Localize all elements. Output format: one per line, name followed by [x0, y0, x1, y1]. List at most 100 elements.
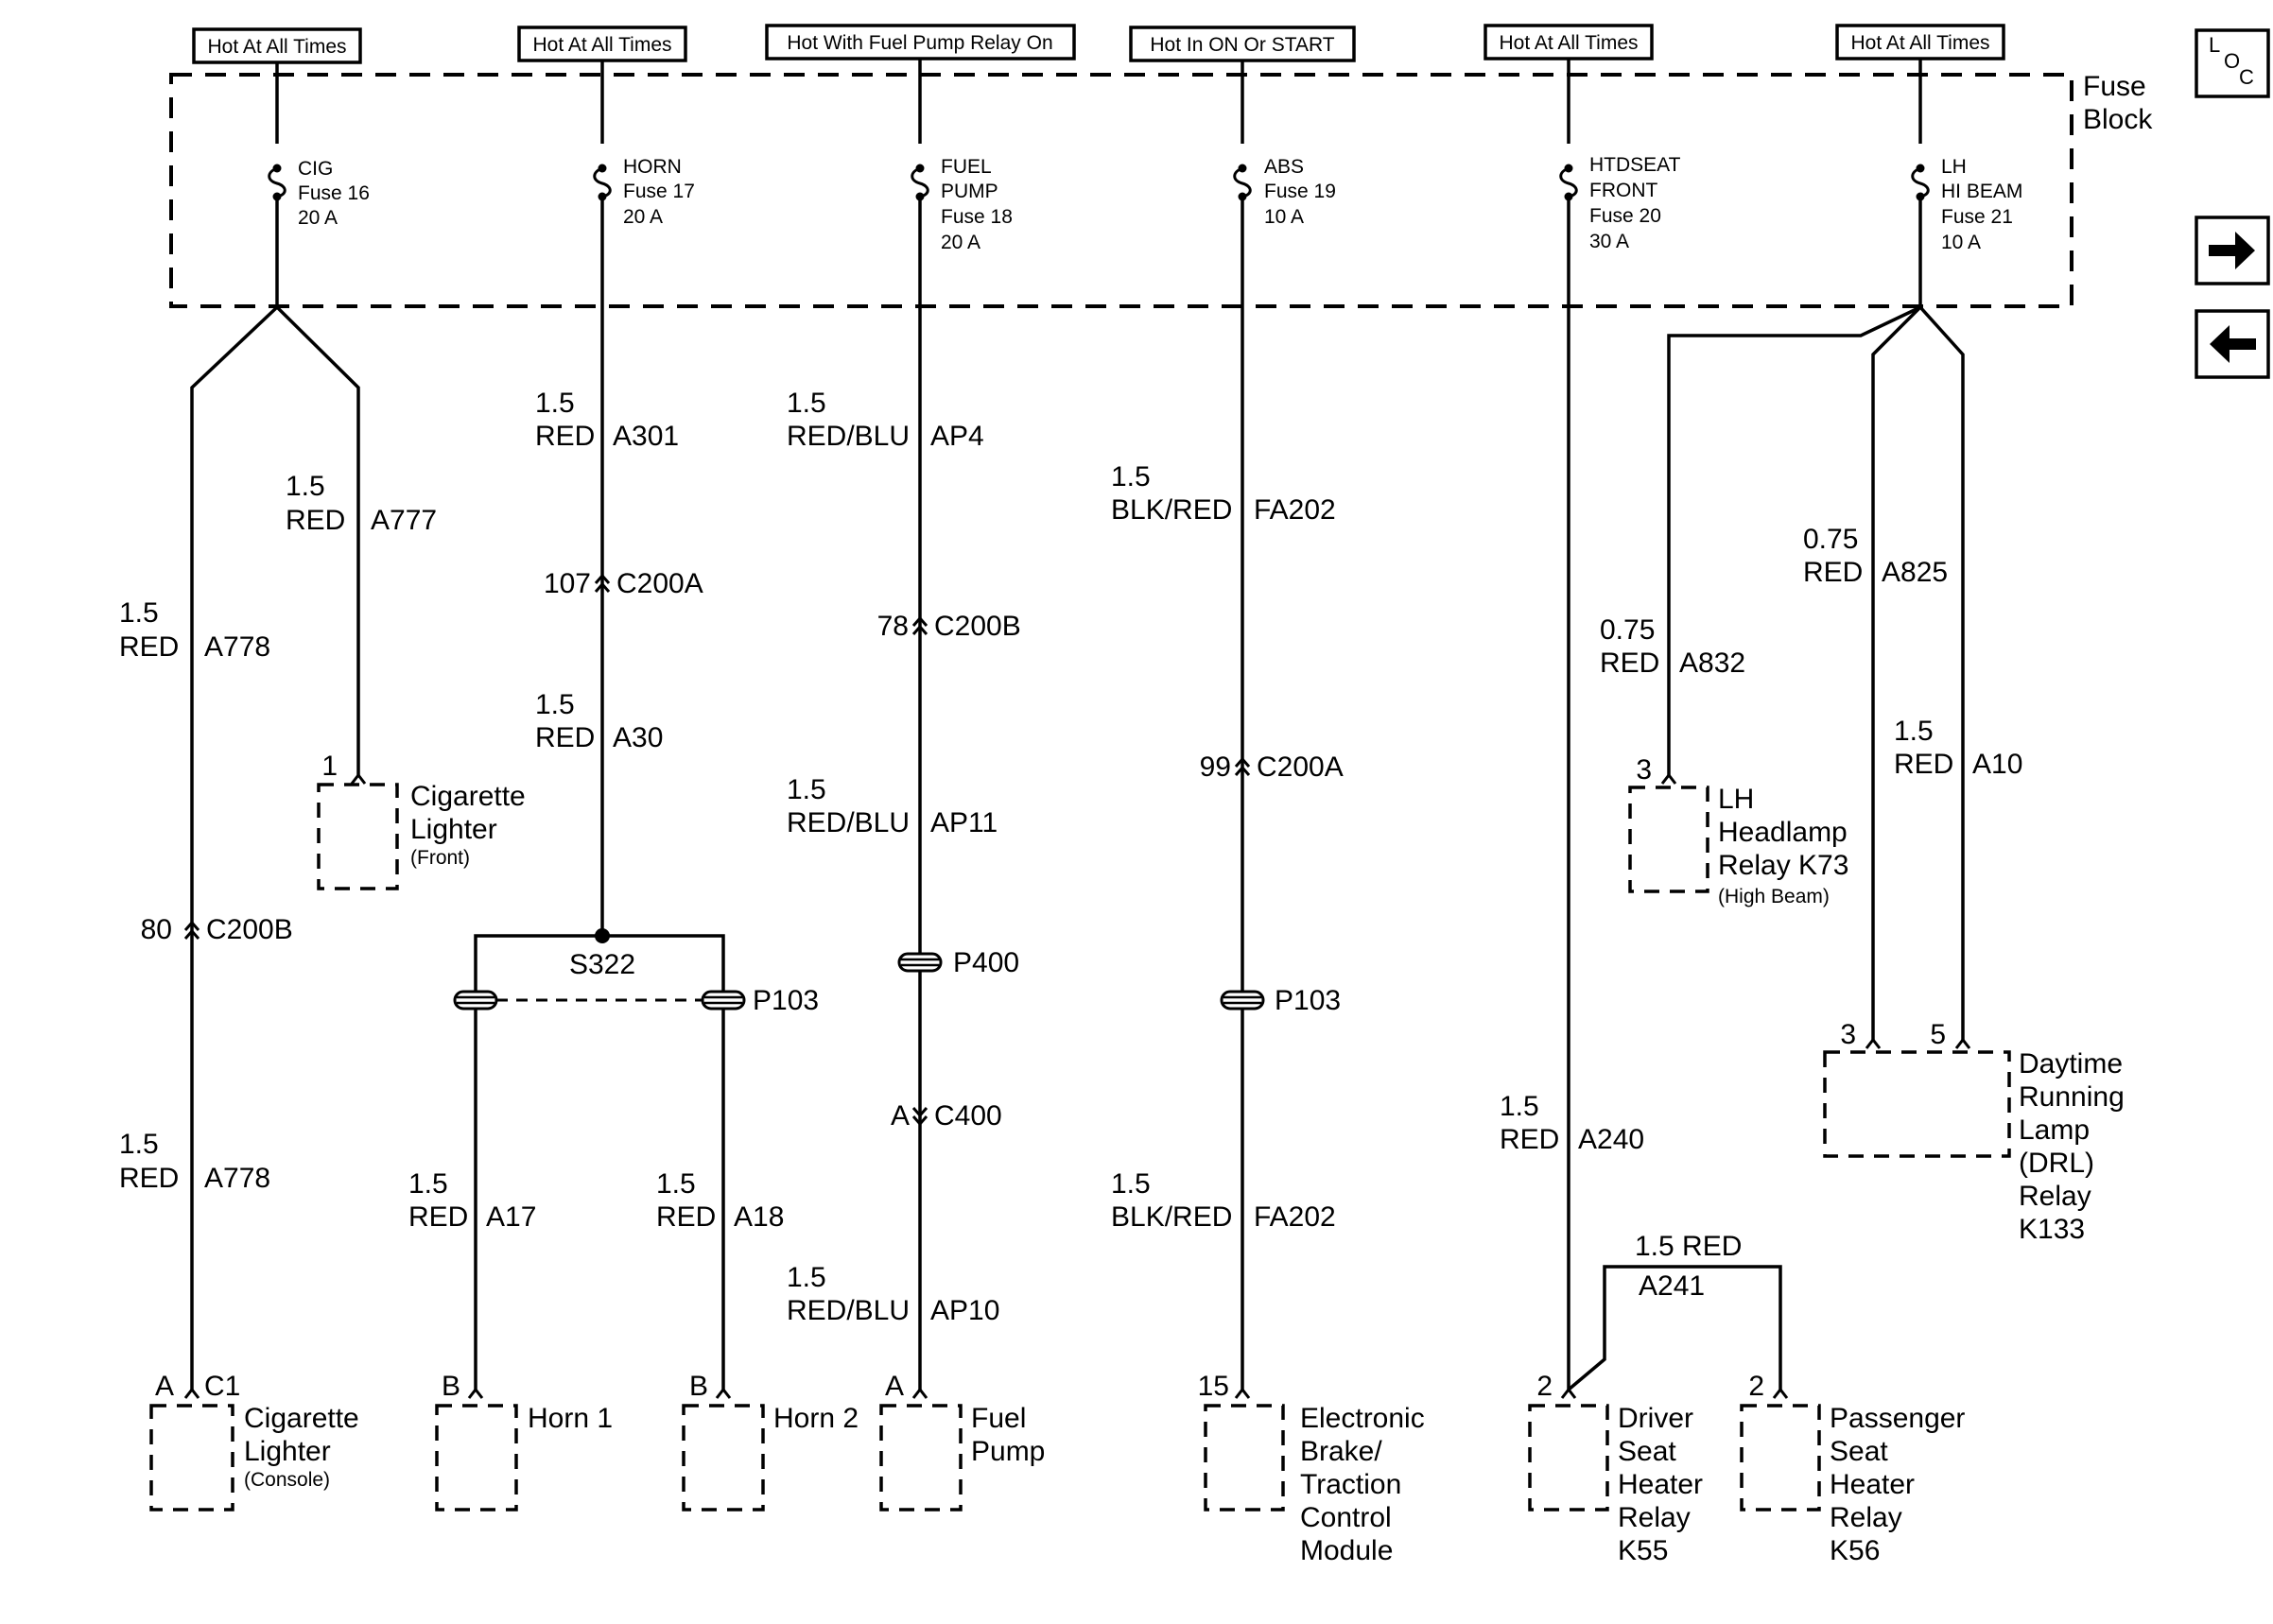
drl-pin-5: 5: [1930, 1019, 1946, 1050]
ebtcm-pin: 15: [1198, 1371, 1229, 1402]
cig-front-line2: Lighter: [410, 814, 497, 845]
wire-a10-gauge: 1.5: [1894, 716, 1934, 747]
driver-seat-line1: Driver: [1618, 1403, 1693, 1434]
fuse-20-line3: Fuse 20: [1589, 205, 1661, 227]
loc-button[interactable]: L O C: [2195, 28, 2270, 98]
driver-seat-pin: 2: [1536, 1371, 1553, 1402]
wire-a30-gauge: 1.5: [535, 689, 575, 720]
wire-fa202-top-color: BLK/RED: [1111, 494, 1232, 526]
wire-ap10-gauge: 1.5: [787, 1262, 826, 1293]
svg-text:Hot In ON Or START: Hot In ON Or START: [1150, 34, 1334, 56]
wire-a778-top-gauge: 1.5: [119, 597, 159, 629]
wire-a17-color: RED: [408, 1201, 468, 1233]
svg-text:L: L: [2209, 33, 2220, 57]
wire-ap4-color: RED/BLU: [787, 421, 910, 452]
connector-c400-name: C400: [934, 1100, 1002, 1132]
wire-a301-id: A301: [613, 421, 679, 452]
horn1-label: Horn 1: [528, 1403, 613, 1434]
driver-seat-line5: K55: [1618, 1535, 1668, 1566]
wire-ap10-color: RED/BLU: [787, 1295, 910, 1326]
cig-console-pin: A: [155, 1371, 174, 1402]
pass-seat-pin: 2: [1748, 1371, 1764, 1402]
wire-a10-id: A10: [1972, 749, 2022, 780]
lh-headlamp-line1: LH: [1718, 784, 1754, 815]
circuit-cigarette-lighter: [190, 62, 360, 1390]
fuse-21-line2: HI BEAM: [1941, 181, 2022, 202]
circuit-fuel-pump: [911, 59, 929, 1390]
drl-line4: (DRL): [2019, 1148, 2094, 1179]
wire-a825-id: A825: [1882, 557, 1948, 588]
wire-ap4-gauge: 1.5: [787, 388, 826, 419]
hot-label-2: Hot At All Times: [517, 26, 687, 62]
cig-front-line1: Cigarette: [410, 781, 526, 812]
svg-text:Hot With Fuel Pump Relay On: Hot With Fuel Pump Relay On: [787, 32, 1052, 54]
wire-a778-bot-color: RED: [119, 1163, 179, 1194]
wire-a10-color: RED: [1894, 749, 1953, 780]
connector-c200a-horn-pin: 107: [544, 568, 591, 599]
wire-fa202-top-id: FA202: [1254, 494, 1336, 526]
fuse-20-line4: 30 A: [1589, 231, 1629, 252]
cig-front-pin: 1: [321, 751, 338, 782]
pass-seat-line2: Seat: [1830, 1436, 1888, 1467]
wire-fa202-bot-color: BLK/RED: [1111, 1201, 1232, 1233]
fuse-21-line1: LH: [1941, 156, 1967, 178]
wire-a832-gauge: 0.75: [1600, 614, 1655, 646]
drl-line5: Relay: [2019, 1181, 2091, 1212]
hot-label-1: Hot At All Times: [192, 27, 362, 64]
cig-console-conn: C1: [204, 1371, 240, 1402]
hot-label-4: Hot In ON Or START: [1129, 26, 1356, 62]
electronic-brake-traction-control-module: [1204, 1404, 1285, 1512]
connector-c200a-abs-pin: 99: [1200, 752, 1231, 783]
fuse-19-line2: Fuse 19: [1264, 181, 1336, 202]
circuit-heated-seat: [1559, 59, 1782, 1391]
cig-console-line1: Cigarette: [244, 1403, 359, 1434]
fuel-pump-line1: Fuel: [971, 1403, 1026, 1434]
horn2-label: Horn 2: [773, 1403, 859, 1434]
cig-console-sub: (Console): [244, 1469, 330, 1491]
wire-ap10-id: AP10: [930, 1295, 999, 1326]
splice-s322-label: S322: [569, 949, 635, 980]
wire-a18-color: RED: [656, 1201, 716, 1233]
next-page-button[interactable]: [2195, 216, 2270, 285]
horn2-pin: B: [689, 1371, 708, 1402]
ebtcm-line3: Traction: [1300, 1469, 1401, 1500]
wire-ap11-id: AP11: [930, 807, 998, 838]
splice-p103-abs-label: P103: [1275, 985, 1341, 1016]
fuse-18-line4: 20 A: [941, 232, 980, 253]
fuse-block-label-2: Block: [2083, 104, 2153, 135]
pass-seat-line4: Relay: [1830, 1502, 1902, 1533]
driver-seat-line2: Seat: [1618, 1436, 1676, 1467]
driver-seat-heater-relay: [1528, 1404, 1609, 1512]
horn-1: [435, 1404, 518, 1512]
drl-line3: Lamp: [2019, 1114, 2090, 1146]
circuit-horn: [474, 60, 725, 1390]
previous-page-button[interactable]: [2195, 309, 2270, 379]
lh-headlamp-relay: [1628, 786, 1709, 893]
wire-a825-color: RED: [1803, 557, 1863, 588]
wire-a301-gauge: 1.5: [535, 388, 575, 419]
wire-a241-id: A241: [1639, 1270, 1705, 1302]
drl-line6: K133: [2019, 1214, 2085, 1245]
connector-c200a-horn-name: C200A: [616, 568, 703, 599]
circuit-abs: [1233, 60, 1252, 1390]
wire-a240-color: RED: [1500, 1124, 1559, 1155]
cigarette-lighter-front: [317, 783, 399, 890]
fuse-21-line3: Fuse 21: [1941, 206, 2013, 228]
wire-a18-id: A18: [734, 1201, 784, 1233]
lh-headlamp-line2: Headlamp: [1718, 817, 1848, 848]
drl-pin-3: 3: [1840, 1019, 1856, 1050]
fuse-19-line1: ABS: [1264, 156, 1304, 178]
wire-a778-bot-gauge: 1.5: [119, 1129, 159, 1160]
drl-line2: Running: [2019, 1081, 2125, 1113]
connector-c200b-fuel-pin: 78: [877, 611, 909, 642]
lh-headlamp-line3: Relay K73: [1718, 850, 1848, 881]
lh-headlamp-sub: (High Beam): [1718, 886, 1830, 907]
wire-fa202-top-gauge: 1.5: [1111, 461, 1151, 492]
fuse-18-line3: Fuse 18: [941, 206, 1013, 228]
ebtcm-line2: Brake/: [1300, 1436, 1382, 1467]
wire-a30-id: A30: [613, 722, 663, 753]
pass-seat-line3: Heater: [1830, 1469, 1915, 1500]
wire-a777-color: RED: [286, 505, 345, 536]
fuse-block-outline: [169, 73, 2073, 308]
wire-ap11-gauge: 1.5: [787, 774, 826, 805]
